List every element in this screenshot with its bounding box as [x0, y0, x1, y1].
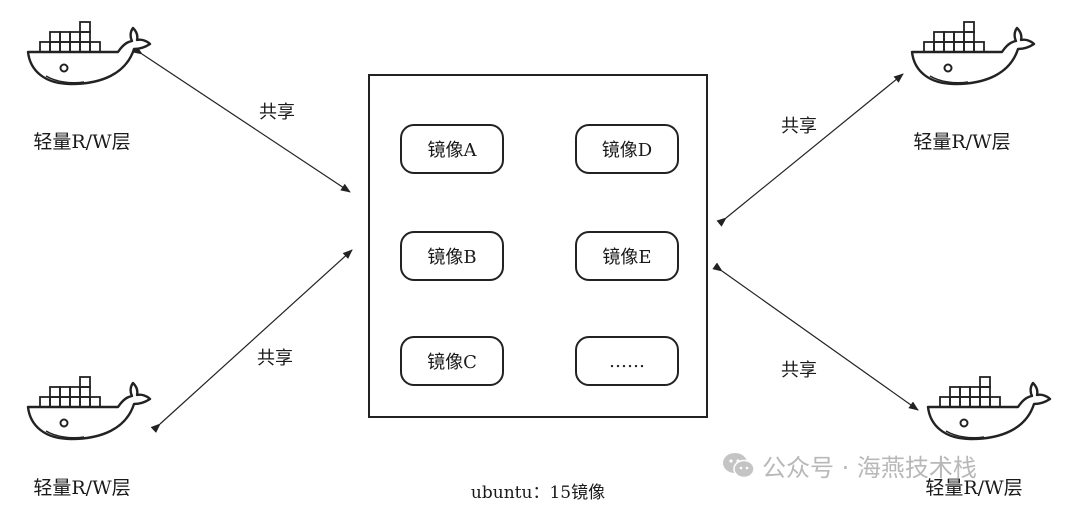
arrow-bottom-left — [150, 249, 353, 434]
diagram-caption: ubuntu：15镜像 — [470, 483, 606, 503]
layer-label-bottom-right: 轻量R/W层 — [925, 477, 1023, 499]
image-node-more: …… — [575, 336, 679, 386]
image-node-c: 镜像C — [400, 336, 504, 386]
watermark-text: 公众号 · 海燕技术栈 — [762, 454, 977, 482]
docker-whale-icon — [910, 20, 1036, 86]
image-node-a: 镜像A — [400, 124, 504, 174]
share-label-top-left: 共享 — [259, 102, 295, 123]
watermark: 公众号 · 海燕技术栈 — [722, 448, 977, 483]
docker-whale-icon — [26, 20, 152, 86]
image-node-e: 镜像E — [575, 231, 679, 281]
docker-whale-icon — [926, 375, 1052, 441]
layer-label-top-right: 轻量R/W层 — [913, 131, 1011, 153]
docker-whale-icon — [26, 375, 152, 441]
layer-label-top-left: 轻量R/W层 — [33, 131, 131, 153]
image-node-d: 镜像D — [575, 124, 679, 174]
share-label-bottom-right: 共享 — [781, 360, 817, 381]
arrow-top-right — [716, 73, 904, 227]
share-label-top-right: 共享 — [781, 116, 817, 137]
image-repository-box: 镜像A 镜像D 镜像B 镜像E 镜像C …… — [368, 74, 708, 418]
image-node-b: 镜像B — [400, 231, 504, 281]
wechat-icon — [723, 452, 755, 478]
share-label-bottom-left: 共享 — [257, 348, 293, 369]
layer-label-bottom-left: 轻量R/W层 — [33, 477, 131, 499]
arrow-top-left — [132, 45, 351, 193]
arrow-bottom-right — [712, 262, 919, 411]
